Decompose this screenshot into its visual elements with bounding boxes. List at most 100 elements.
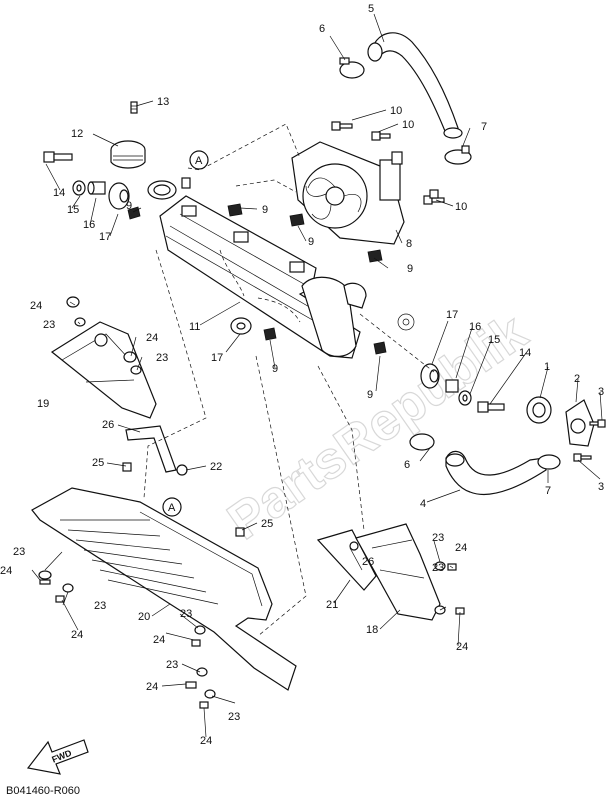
bolt-23-24-center-b (185, 667, 208, 689)
callout: 17 (446, 309, 458, 321)
thermostat-1 (526, 396, 552, 424)
hose-clamp-top-right (444, 145, 472, 165)
filler-neck (147, 177, 191, 200)
callout: 16 (469, 321, 481, 333)
callout: 3 (598, 481, 604, 493)
callout: 15 (488, 334, 500, 346)
gear-icon (397, 313, 415, 331)
leader-lines (31, 13, 603, 738)
callout: 1 (544, 361, 550, 373)
callout: 26 (362, 556, 374, 568)
callout: 24 (146, 681, 158, 693)
bolt-14 (43, 151, 73, 163)
callout: 17 (211, 352, 223, 364)
callout: 26 (102, 419, 114, 431)
callout: 16 (83, 219, 95, 231)
bolt-23-24-center-c (199, 689, 216, 709)
hose-clamp-low-right (537, 454, 561, 470)
bolt-14-right (477, 401, 505, 413)
collar-16 (87, 181, 106, 195)
radiator-outlet-tank (301, 276, 367, 357)
bolt-23-24-left-a (38, 570, 52, 585)
callout: 2 (574, 373, 580, 385)
callouts: 5 6 13 12 10 10 7 10 14 15 16 17 9 9 9 9… (0, 3, 604, 747)
bolt-25-left (122, 462, 132, 472)
callout: 14 (53, 187, 65, 199)
clip-9-a (227, 203, 243, 217)
bolt-23-24-center-a (191, 625, 206, 647)
callout: 10 (402, 119, 414, 131)
callout: 13 (157, 96, 169, 108)
callout: 9 (272, 363, 278, 375)
grommet-24-mid (123, 351, 137, 363)
callout: 22 (210, 461, 222, 473)
upper-hose (367, 32, 463, 139)
ref-a-label: A (168, 502, 176, 514)
ref-a-bottom: A (162, 497, 182, 517)
callout: 9 (407, 263, 413, 275)
callout: 23 (94, 600, 106, 612)
bolt-3-bottom (573, 453, 592, 462)
callout: 23 (43, 319, 55, 331)
callout: 18 (366, 624, 378, 636)
callout: 4 (420, 498, 426, 510)
clip-9-d (367, 249, 383, 263)
callout: 9 (308, 236, 314, 248)
callout: 23 (432, 562, 444, 574)
bolt-10-b (371, 131, 391, 141)
callout: 14 (519, 347, 531, 359)
callout: 7 (481, 121, 487, 133)
ref-a-label: A (195, 155, 203, 167)
clip-9-c (289, 213, 305, 227)
housing-2 (565, 399, 595, 447)
callout: 19 (37, 398, 49, 410)
callout: 24 (30, 300, 42, 312)
callout: 24 (153, 634, 165, 646)
callout: 10 (455, 201, 467, 213)
diagram-code: B041460-R060 (6, 785, 80, 797)
callout: 23 (166, 659, 178, 671)
bracket-26 (125, 425, 188, 476)
callout: 6 (319, 23, 325, 35)
callout: 20 (138, 611, 150, 623)
clip-9-e (263, 327, 277, 341)
bolt-25-mid (235, 527, 245, 537)
callout: 23 (228, 711, 240, 723)
bolt-10-d (429, 189, 439, 199)
grommet-17-mid (230, 317, 252, 335)
side-cover-19 (50, 321, 157, 419)
callout: 24 (456, 641, 468, 653)
bolt-10-c (423, 195, 445, 205)
callout: 8 (406, 238, 412, 250)
callout: 12 (71, 128, 83, 140)
washer-15 (72, 180, 86, 196)
callout: 24 (200, 735, 212, 747)
callout: 24 (71, 629, 83, 641)
radiator-cap (110, 140, 146, 169)
callout: 25 (261, 518, 273, 530)
callout: 6 (404, 459, 410, 471)
cooling-fan (291, 141, 405, 245)
callout: 17 (99, 231, 111, 243)
callout: 21 (326, 599, 338, 611)
grommet-24-top (66, 296, 80, 308)
callout: 23 (13, 546, 25, 558)
callout: 23 (156, 352, 168, 364)
side-cover-18 (355, 523, 441, 621)
bolt-23-24-left-b (55, 583, 74, 603)
callout: 24 (146, 332, 158, 344)
callout: 11 (189, 321, 200, 333)
callout: 23 (180, 608, 192, 620)
clip-9-f (373, 341, 387, 355)
collar-16-right (445, 379, 459, 393)
callout: 24 (455, 542, 467, 554)
fwd-arrow-icon: FWD (26, 739, 89, 775)
callout: 24 (0, 565, 12, 577)
collar-23-top (74, 317, 86, 327)
bolt-23-24-right-b (434, 605, 465, 615)
callout: 9 (367, 389, 373, 401)
callout: 15 (67, 204, 79, 216)
bolt-10-a (331, 121, 353, 131)
callout: 3 (598, 386, 604, 398)
